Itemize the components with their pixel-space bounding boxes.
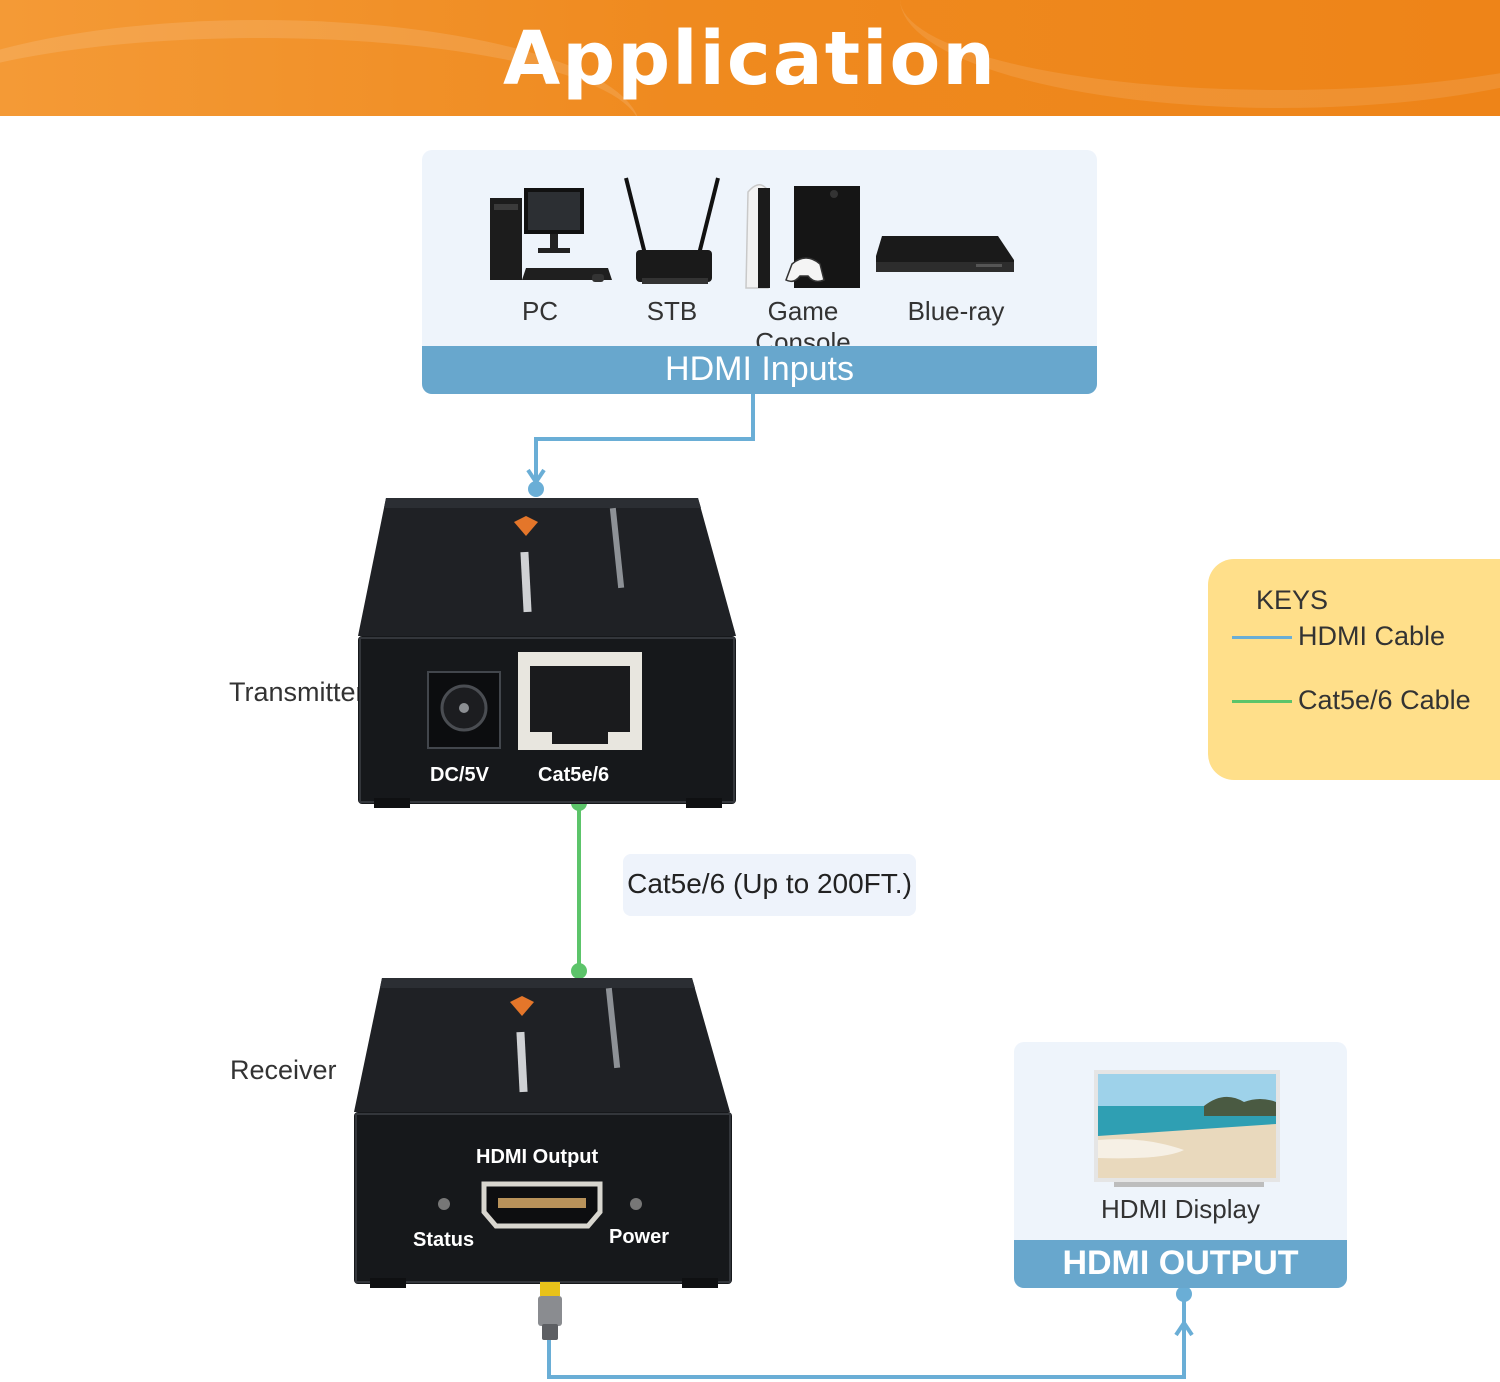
receiver-power-label: Power bbox=[609, 1226, 670, 1248]
hdmi-input-cable-line bbox=[534, 394, 755, 480]
receiver-device bbox=[354, 978, 732, 1288]
cat-cable-key-swatch bbox=[1232, 700, 1292, 703]
hdmi-display-label: HDMI Display bbox=[1101, 1194, 1260, 1224]
game-console-icon bbox=[745, 184, 860, 289]
device-label-pc: PC bbox=[521, 296, 559, 326]
hdmi-inputs-panel: PC STB Game Console Blue-ray HDMI Inputs bbox=[422, 150, 1097, 394]
device-label-bluray: Blue-ray bbox=[907, 296, 1005, 326]
cat-cable-key-label: Cat5e/6 Cable bbox=[1298, 685, 1471, 715]
keys-title: KEYS bbox=[1256, 585, 1329, 615]
page-title: Application bbox=[502, 16, 997, 102]
hdmi-input-dot bbox=[528, 481, 544, 497]
router-icon bbox=[624, 177, 720, 284]
hdmi-output-arrow bbox=[1174, 1319, 1194, 1337]
receiver-hdmi-port-label: HDMI Output bbox=[476, 1146, 599, 1168]
hdmi-output-cable-line bbox=[547, 1296, 1186, 1379]
header-banner: Application bbox=[0, 0, 1500, 116]
bluray-player-icon bbox=[876, 236, 1014, 272]
cat-cable-label: Cat5e/6 (Up to 200FT.) bbox=[623, 854, 916, 916]
transmitter-ethernet-port-label: Cat5e/6 bbox=[538, 764, 610, 786]
hdmi-output-bar: HDMI OUTPUT bbox=[1014, 1240, 1347, 1288]
tv-display-icon bbox=[1094, 1070, 1280, 1187]
hdmi-cable-key-swatch bbox=[1232, 636, 1292, 639]
cat-bottom-dot bbox=[571, 963, 587, 979]
receiver-status-label: Status bbox=[413, 1229, 475, 1251]
hdmi-plug-icon bbox=[538, 1282, 562, 1340]
hdmi-output-dot bbox=[1176, 1286, 1192, 1302]
pc-icon bbox=[490, 188, 612, 282]
transmitter-label: Transmitter bbox=[229, 677, 365, 707]
transmitter-device bbox=[358, 498, 736, 808]
device-label-stb: STB bbox=[646, 296, 698, 326]
hdmi-output-panel: HDMI Display HDMI OUTPUT bbox=[1014, 1042, 1347, 1288]
transmitter-dc-port-label: DC/5V bbox=[430, 764, 489, 786]
keys-legend: KEYS HDMI Cable Cat5e/6 Cable bbox=[1208, 559, 1500, 780]
receiver-label: Receiver bbox=[230, 1055, 337, 1085]
hdmi-cable-key-label: HDMI Cable bbox=[1298, 621, 1446, 651]
hdmi-inputs-bar: HDMI Inputs bbox=[422, 346, 1097, 394]
